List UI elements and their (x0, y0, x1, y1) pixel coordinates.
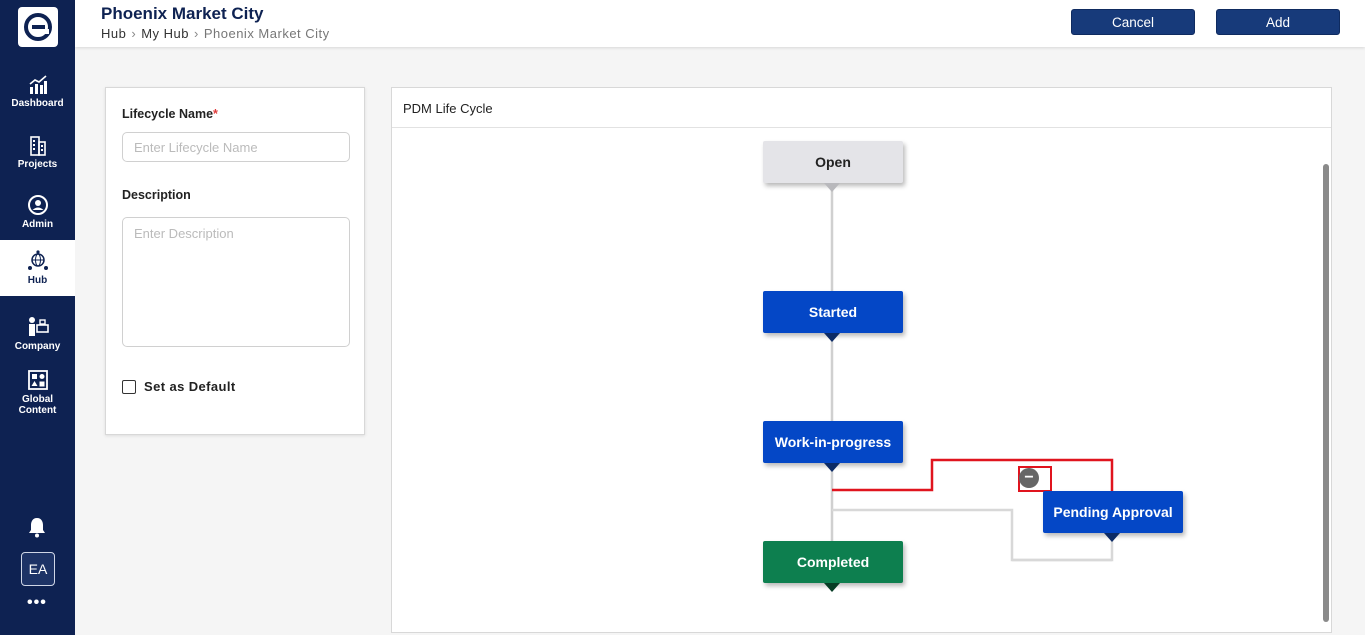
sidebar-item-label: Dashboard (11, 98, 64, 109)
sidebar-item-company[interactable]: Company (0, 306, 75, 362)
node-open-arrow (824, 183, 840, 192)
node-started-arrow (824, 333, 840, 342)
checkbox-box[interactable] (122, 379, 136, 394)
set-default-checkbox[interactable]: Set as Default (122, 379, 236, 394)
lifecycle-form: Lifecycle Name* Enter Lifecycle Name Des… (105, 87, 365, 435)
lifecycle-name-label-text: Lifecycle Name (122, 107, 214, 121)
global-content-icon (27, 369, 48, 390)
remove-transition-icon[interactable]: − (1019, 468, 1039, 488)
panel-header: PDM Life Cycle (392, 88, 1331, 128)
add-button[interactable]: Add (1216, 9, 1340, 35)
sidebar-item-label: Hub (27, 275, 48, 286)
sidebar-item-label: Projects (17, 159, 58, 170)
lifecycle-connectors (830, 182, 1114, 562)
breadcrumb-hub[interactable]: Hub (101, 26, 127, 41)
company-icon (28, 317, 49, 336)
hub-icon (27, 250, 48, 270)
node-pending-approval[interactable]: Pending Approval (1043, 491, 1183, 533)
panel-title: PDM Life Cycle (403, 101, 493, 116)
more-icon[interactable]: ••• (27, 594, 47, 611)
breadcrumb-my-hub[interactable]: My Hub (141, 26, 189, 41)
node-open[interactable]: Open (763, 141, 903, 183)
cancel-button[interactable]: Cancel (1071, 9, 1195, 35)
set-default-label: Set as Default (144, 379, 236, 394)
sidebar-item-admin[interactable]: Admin (0, 184, 75, 240)
breadcrumb: Hub › My Hub › Phoenix Market City (101, 26, 330, 41)
chevron-right-icon: › (131, 26, 137, 41)
vertical-scrollbar[interactable] (1323, 164, 1329, 622)
node-completed[interactable]: Completed (763, 541, 903, 583)
app-logo[interactable] (18, 7, 58, 47)
building-icon (29, 136, 46, 156)
lifecycle-name-input[interactable]: Enter Lifecycle Name (122, 132, 350, 162)
sidebar-item-dashboard[interactable]: Dashboard (0, 64, 75, 120)
bell-icon[interactable] (26, 516, 48, 538)
avatar[interactable]: EA (21, 552, 55, 586)
page-header: Phoenix Market City Hub › My Hub › Phoenix M… (75, 0, 1365, 47)
node-wip-arrow (824, 463, 840, 472)
chart-icon (29, 75, 47, 94)
sidebar-item-label: Company (14, 341, 61, 352)
sidebar: Dashboard Projects Admin Hub (0, 0, 75, 635)
required-mark: * (213, 107, 218, 121)
sidebar-item-label: Global Content (18, 393, 57, 416)
page-title: Phoenix Market City (101, 4, 264, 23)
sidebar-item-projects[interactable]: Projects (0, 124, 75, 180)
lifecycle-panel: PDM Life Cycle Open Started Work-in-prog… (391, 87, 1332, 633)
description-textarea[interactable]: Enter Description (122, 217, 350, 347)
lifecycle-name-label: Lifecycle Name* (122, 107, 218, 121)
breadcrumb-current: Phoenix Market City (203, 26, 330, 41)
sidebar-item-hub[interactable]: Hub (0, 240, 75, 296)
node-completed-arrow (824, 583, 840, 592)
node-work-in-progress[interactable]: Work-in-progress (763, 421, 903, 463)
node-pending-arrow (1104, 533, 1120, 542)
admin-icon (27, 195, 48, 215)
sidebar-item-label: Admin (21, 219, 54, 230)
node-started[interactable]: Started (763, 291, 903, 333)
description-label: Description (122, 188, 191, 202)
sidebar-item-global-content[interactable]: Global Content (0, 362, 75, 422)
chevron-right-icon: › (194, 26, 199, 41)
